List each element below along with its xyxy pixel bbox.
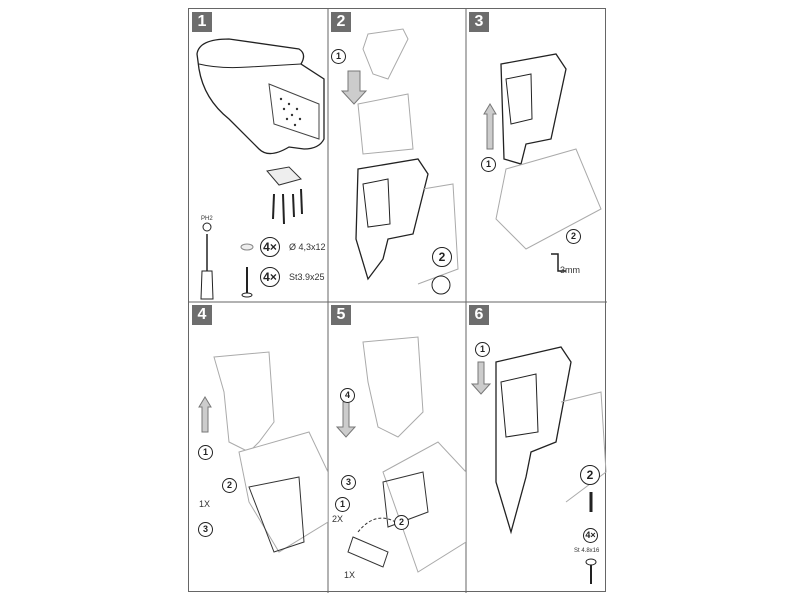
count-label: 2X xyxy=(332,514,344,524)
armrest-illustration xyxy=(483,53,602,272)
count-label: 1X xyxy=(344,570,356,580)
callout-1: 1 xyxy=(335,497,350,512)
step-1-panel: 1 PH2 4× Ø 4,3x12 4× St3.9x25 xyxy=(189,9,328,302)
hardware-spec: Ø 4,3x12 xyxy=(289,242,326,252)
quantity-badge: 4× xyxy=(260,237,280,257)
armrest-illustration xyxy=(340,28,459,295)
hardware-spec: St3.9x25 xyxy=(289,272,325,282)
callout-2: 2 xyxy=(566,229,581,244)
instruction-grid: 1 PH2 4× Ø 4,3x12 4× St3.9x25 2 xyxy=(188,8,607,593)
armrest-illustration xyxy=(335,336,466,573)
step-2-panel: 2 1 2 xyxy=(328,9,466,302)
quantity-badge: 4× xyxy=(260,267,280,287)
armrest-illustration xyxy=(196,38,325,300)
step-number: 2 xyxy=(331,12,351,32)
grid-lines xyxy=(189,9,607,593)
step-5-panel: 5 4 3 1 2X 2 1X xyxy=(328,302,466,593)
callout-1: 1 xyxy=(198,445,213,460)
callout-1: 1 xyxy=(481,157,496,172)
callout-2: 2 xyxy=(222,478,237,493)
step-4-panel: 4 1 2 1X 3 xyxy=(189,302,328,593)
measure-label: 3mm xyxy=(560,265,580,275)
armrest-illustration xyxy=(470,346,607,584)
quantity-badge: 4× xyxy=(583,528,598,543)
armrest-illustration xyxy=(198,351,328,553)
callout-2: 2 xyxy=(432,247,452,267)
callout-1: 1 xyxy=(475,342,490,357)
step-6-panel: 6 1 2 4× St 4.8x16 xyxy=(466,302,607,593)
step-number: 4 xyxy=(192,305,212,325)
step-number: 3 xyxy=(469,12,489,32)
callout-4: 4 xyxy=(340,388,355,403)
step-3-panel: 3 1 2 3mm xyxy=(466,9,607,302)
step-number: 1 xyxy=(192,12,212,32)
callout-3: 3 xyxy=(341,475,356,490)
screwdriver-label: PH2 xyxy=(201,216,213,222)
hardware-spec: St 4.8x16 xyxy=(574,548,600,554)
callout-1: 1 xyxy=(331,49,346,64)
callout-2: 2 xyxy=(580,465,600,485)
callout-2: 2 xyxy=(394,515,409,530)
step-number: 6 xyxy=(469,305,489,325)
count-label: 1X xyxy=(199,499,211,509)
step-number: 5 xyxy=(331,305,351,325)
callout-3: 3 xyxy=(198,522,213,537)
